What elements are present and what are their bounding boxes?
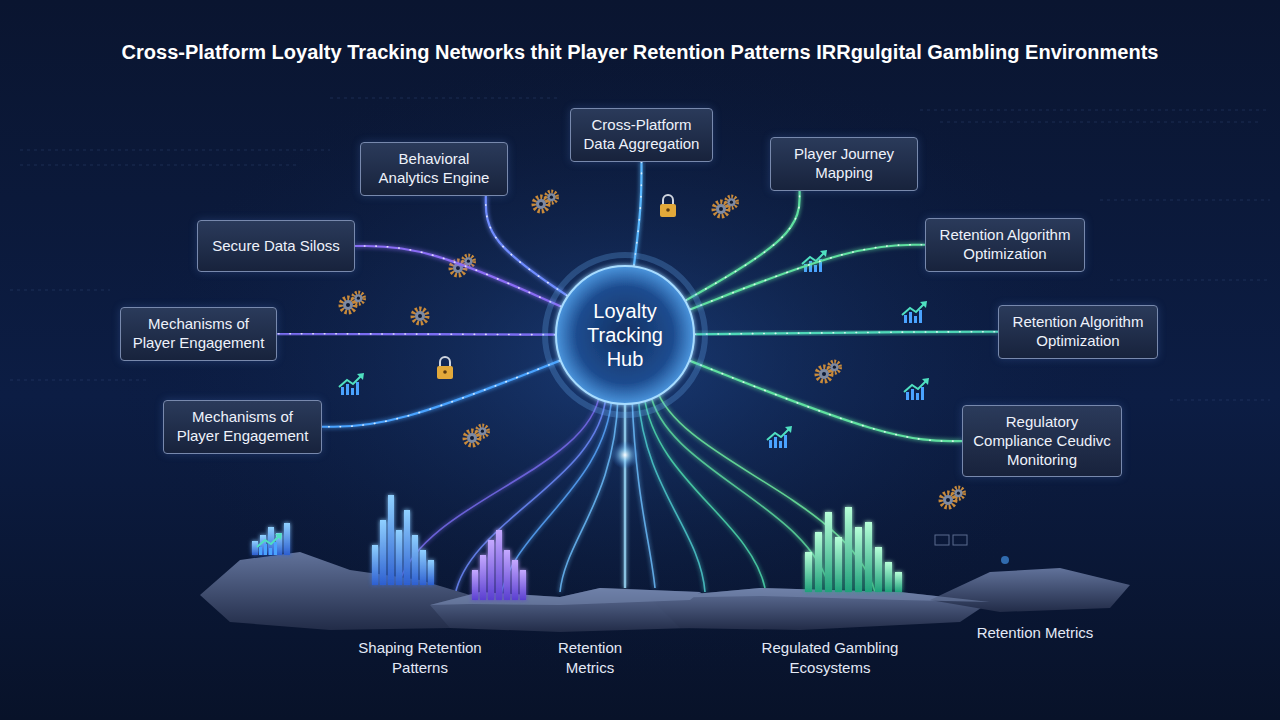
box-label: Secure Data Siloss	[212, 237, 340, 256]
hub-label: Loyalty Tracking Hub	[577, 299, 673, 371]
connector-line	[634, 162, 642, 266]
diagram-title: Cross-Platform Loyalty Tracking Networks…	[122, 40, 1159, 64]
connector-sparkle	[486, 196, 567, 296]
connector-sparkle	[690, 245, 925, 310]
process-box: Retention Algorithm Optimization	[998, 305, 1158, 359]
connector-sparkle	[690, 361, 962, 441]
platform-label: Shaping Retention Patterns	[340, 638, 500, 677]
box-label: Player Journey Mapping	[779, 145, 909, 183]
connector-line	[686, 191, 800, 301]
process-box: Player Journey Mapping	[770, 137, 918, 191]
platform-label: Regulated Gambling Ecosystems	[745, 638, 915, 677]
box-label: Mechanisms of Player Engagement	[172, 408, 313, 446]
connector-sparkle	[634, 162, 642, 266]
platform-label: Retention Metrics	[540, 638, 640, 677]
process-box: Retention Algorithm Optimization	[925, 218, 1085, 272]
hub-circle: Loyalty Tracking Hub	[554, 264, 696, 406]
hub-halo	[545, 255, 705, 415]
process-box: Regulatory Compliance Ceudivc Monitoring	[962, 405, 1122, 477]
connector-sparkle	[695, 332, 998, 334]
process-box: Cross-Platform Data Aggregation	[570, 108, 713, 162]
connector-line	[486, 196, 567, 296]
box-label: Behavioral Analytics Engine	[369, 150, 499, 188]
box-label: Mechanisms of Player Engagement	[129, 315, 268, 353]
process-box: Mechanisms of Player Engagement	[163, 400, 322, 454]
connector-sparkle	[686, 191, 800, 301]
platform-label: Retention Metrics	[935, 623, 1135, 643]
connector-line	[355, 246, 561, 307]
process-box: Behavioral Analytics Engine	[360, 142, 508, 196]
connector-line	[690, 361, 962, 441]
box-label: Retention Algorithm Optimization	[1007, 313, 1149, 351]
box-label: Regulatory Compliance Ceudivc Monitoring	[971, 413, 1113, 469]
connector-line	[277, 333, 555, 336]
connector-line	[322, 361, 560, 427]
process-box: Mechanisms of Player Engagement	[120, 307, 277, 361]
process-box: Secure Data Siloss	[197, 220, 355, 272]
connector-sparkle	[277, 333, 555, 336]
box-label: Retention Algorithm Optimization	[934, 226, 1076, 264]
connector-sparkle	[355, 246, 561, 307]
connector-line	[695, 332, 998, 334]
connector-sparkle	[322, 361, 560, 427]
hub-ring	[556, 266, 694, 404]
box-label: Cross-Platform Data Aggregation	[579, 116, 704, 154]
